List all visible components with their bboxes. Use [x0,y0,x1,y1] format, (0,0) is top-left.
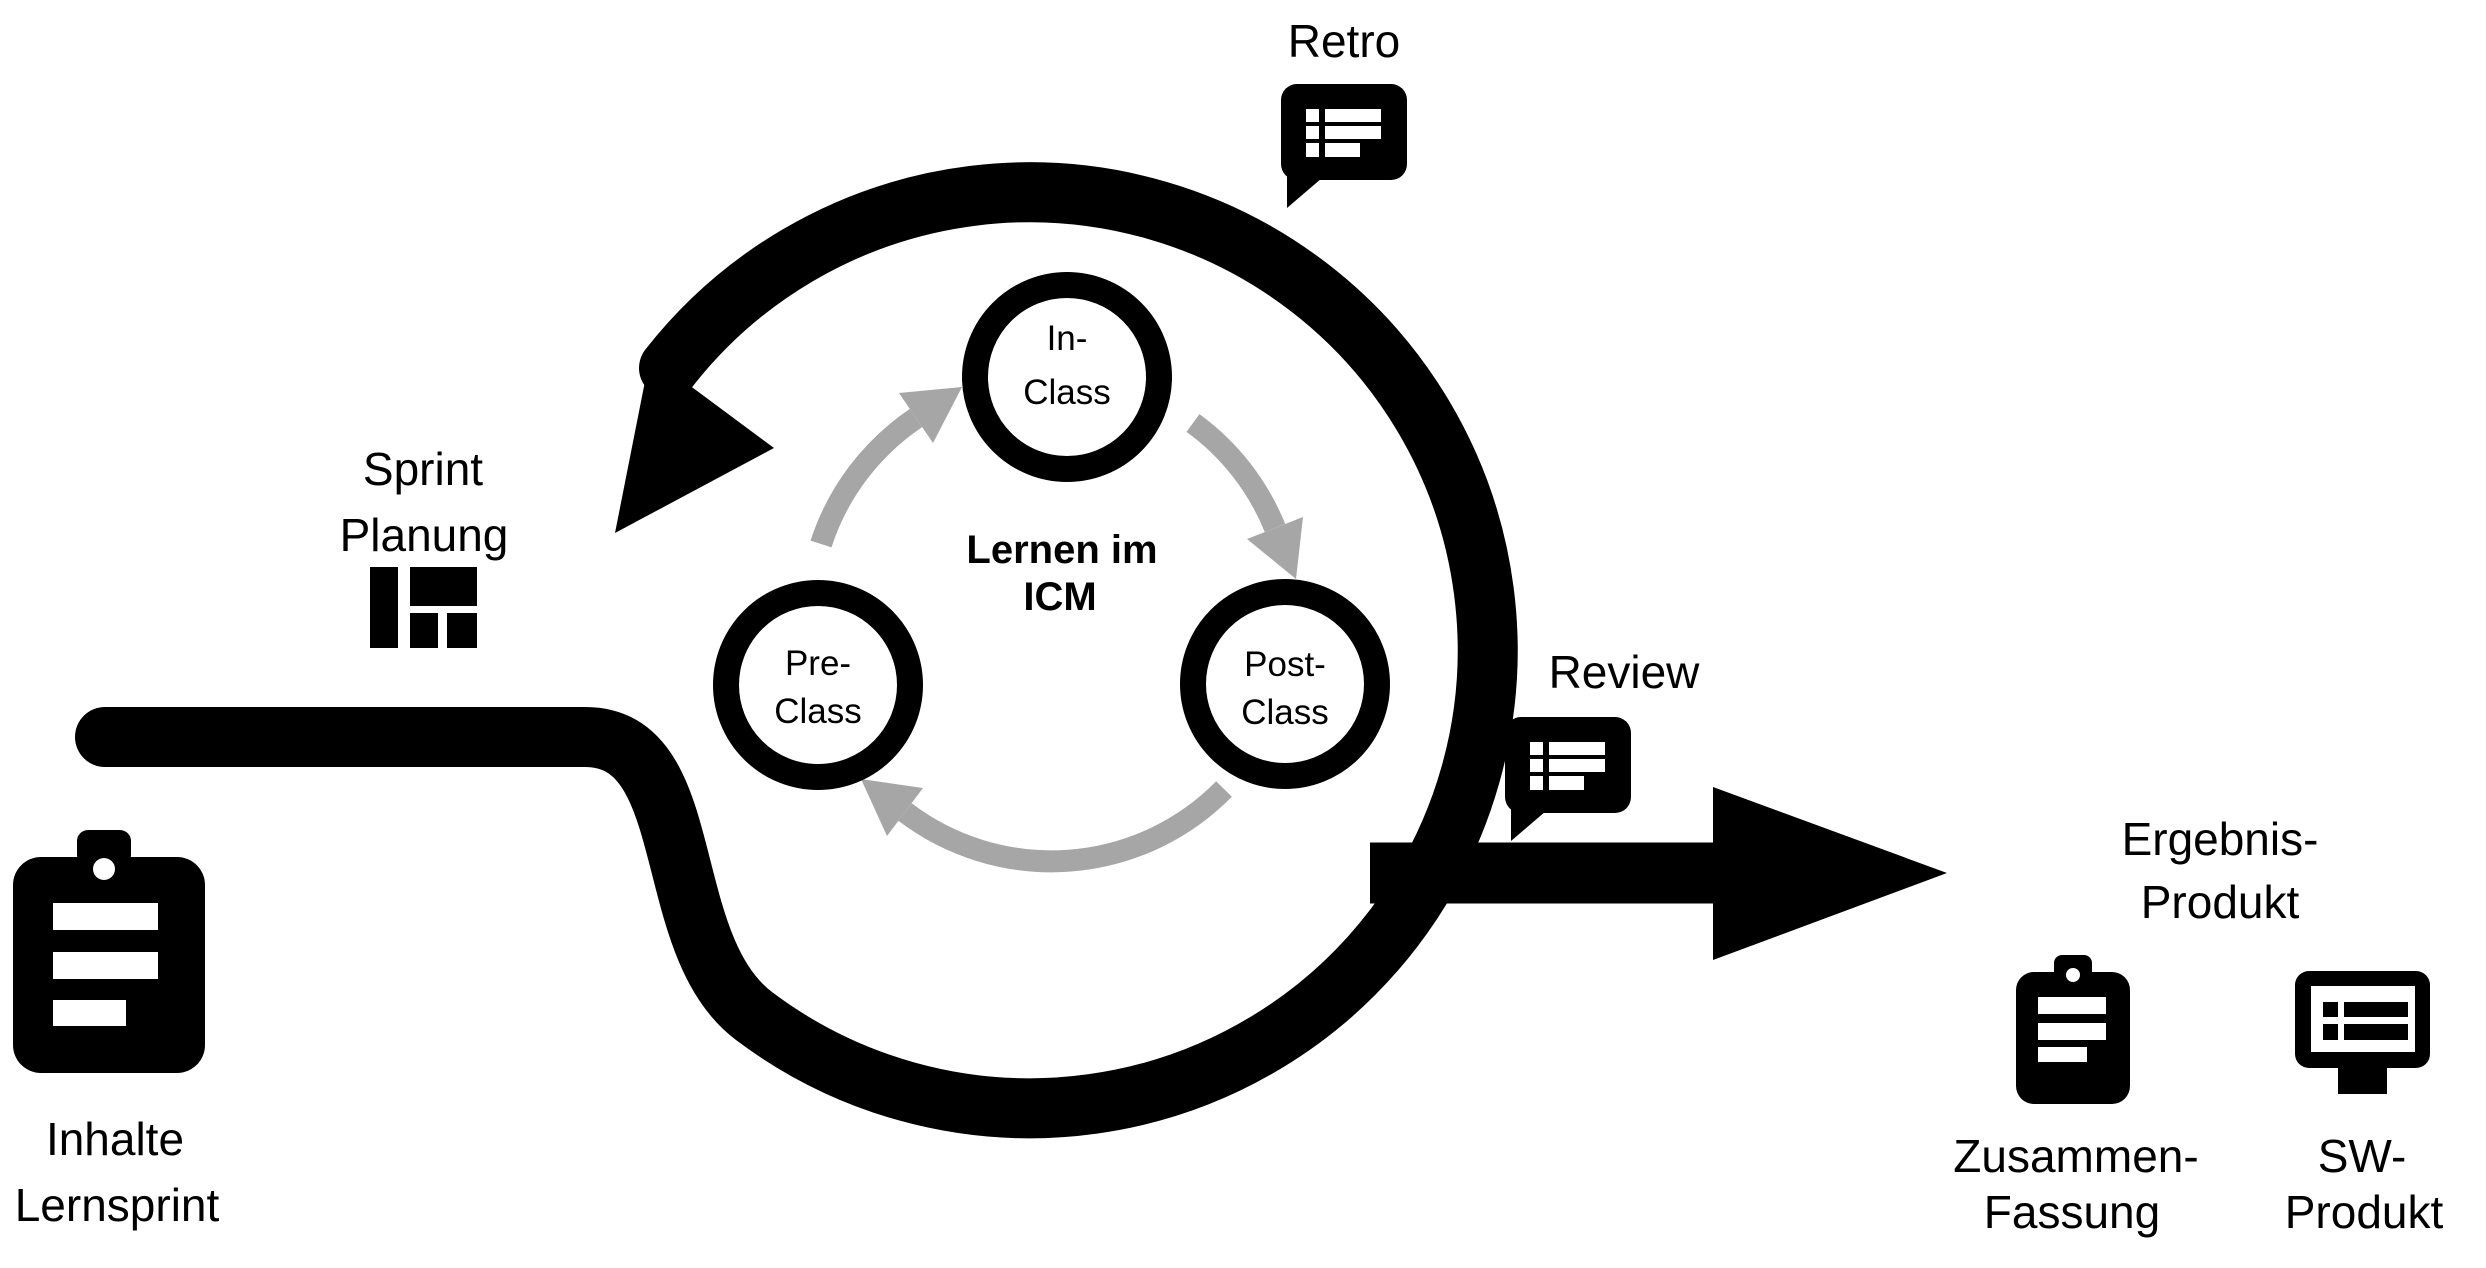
in-class-label-line2: Class [1023,373,1111,412]
zusammenfassung-clipboard-icon [2016,955,2130,1104]
cycle-arc-post-to-pre [898,781,1232,873]
arrowhead-to-in-class [899,387,962,443]
input-label-line1: Inhalte [46,1113,184,1165]
input-label-line2: Lernsprint [15,1179,220,1231]
node-pre-class: Pre- Class [713,580,923,790]
center-title-line1: Lernen im [966,528,1157,572]
outer-sprint-flow [75,162,1947,1139]
pre-class-circle [713,580,923,790]
cycle-arc-in-to-post [1186,414,1286,533]
inner-cycle-arrowheads [861,387,1303,836]
summary-label-line2: Fassung [1984,1186,2160,1238]
summary-label-line1: Zusammen- [1953,1130,2198,1182]
sprint-planning-label-line2: Planung [340,509,509,561]
review-speech-bubble-icon [1505,717,1631,841]
post-class-label-line2: Class [1241,693,1329,732]
sprint-planning-kanban-icon [370,567,477,648]
in-class-label-line1: In- [1047,319,1088,358]
center-title-line2: ICM [1023,575,1096,619]
retro-speech-bubble-icon [1281,84,1407,208]
node-post-class: Post- Class [1180,579,1390,789]
result-label-line1: Ergebnis- [2122,813,2319,865]
arrowhead-to-pre-class [861,779,923,836]
sprint-flow-stream [75,162,1518,1139]
pre-class-label-line2: Class [774,692,862,731]
post-class-label-line1: Post- [1244,645,1326,684]
cycle-arc-pre-to-in [810,408,923,548]
node-in-class: In- Class [962,272,1172,482]
pre-class-label-line1: Pre- [785,644,851,683]
arrowhead-to-post-class [1247,517,1303,579]
sprint-planning-label-line1: Sprint [363,443,483,495]
software-label-line1: SW- [2318,1130,2407,1182]
output-arrowhead [1713,787,1947,960]
loop-back-arrowhead [615,356,774,533]
inner-learning-cycle [810,408,1286,873]
result-label-line2: Produkt [2141,876,2300,928]
sw-produkt-monitor-icon [2295,971,2430,1094]
inhalte-clipboard-icon [13,830,205,1073]
post-class-circle [1180,579,1390,789]
review-label: Review [1549,646,1701,698]
retro-label: Retro [1288,15,1400,67]
in-class-circle [962,272,1172,482]
software-label-line2: Produkt [2285,1186,2444,1238]
